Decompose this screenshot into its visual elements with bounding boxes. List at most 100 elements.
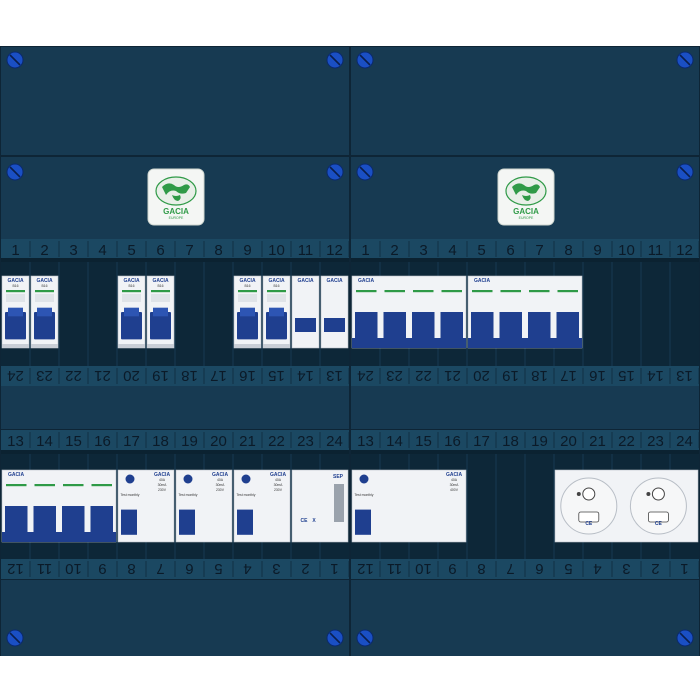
screw-slot	[679, 632, 691, 644]
spd-brand: SEP	[333, 474, 344, 480]
rcd-toggle	[383, 312, 406, 340]
module-number: 4	[448, 242, 456, 259]
breaker-toggle	[295, 318, 316, 332]
rcd-voltage: 400V	[450, 488, 459, 492]
rcd-toggle	[179, 509, 195, 535]
module-number: 12	[7, 560, 24, 577]
breaker-toggle-lever	[37, 307, 52, 317]
module-number: 2	[651, 560, 659, 577]
module-number: 22	[65, 367, 82, 384]
module-number: 21	[239, 433, 256, 450]
breaker-toggle	[266, 312, 287, 340]
module-number: 19	[181, 433, 198, 450]
rcd-toggle	[528, 312, 551, 340]
rcd-brand: GACIA	[154, 472, 171, 478]
breaker-base	[2, 344, 29, 348]
module-number: 22	[268, 433, 285, 450]
module-number: 21	[444, 367, 461, 384]
module-number: 7	[156, 560, 164, 577]
breaker-toggle	[5, 312, 26, 340]
spd-ce-mark: CE	[301, 518, 309, 524]
breaker-body	[320, 275, 349, 349]
rcd-toggle	[499, 312, 522, 340]
logo-brand-text: GACIA	[513, 207, 539, 216]
module-number: 16	[239, 367, 256, 384]
bottom-cover-plate	[351, 580, 699, 656]
module-number: 6	[506, 242, 514, 259]
module-number: 20	[473, 367, 490, 384]
breaker-brand: GACIA	[326, 278, 343, 284]
module-number: 24	[7, 367, 24, 384]
rcd-rating: 40A	[159, 478, 166, 482]
rcd-test-label: Test monthly	[120, 493, 139, 497]
rcd-test-label: Test monthly	[178, 493, 197, 497]
breaker-body	[291, 275, 320, 349]
module-number: 1	[330, 560, 338, 577]
screw-icon	[676, 163, 694, 181]
module-number: 15	[415, 433, 432, 450]
rcd-voltage: 230V	[274, 488, 283, 492]
rcd-toggle	[556, 312, 579, 340]
breaker-base	[118, 344, 145, 348]
rcd-green-tag	[557, 290, 578, 293]
rcd-toggle	[355, 509, 371, 535]
logo-continents	[522, 195, 531, 201]
module-number: 3	[419, 242, 427, 259]
socket-earth	[576, 492, 581, 496]
breaker-toggle	[121, 312, 142, 340]
module-number: 4	[243, 560, 251, 577]
module-number: 23	[386, 367, 403, 384]
breaker-rating: B16	[41, 284, 47, 288]
rcd-sensitivity: 30mA	[216, 483, 226, 487]
rcd-brand: GACIA	[270, 472, 287, 478]
module-number: 16	[589, 367, 606, 384]
socket-ce-mark: CE	[585, 521, 593, 527]
module-number: 15	[65, 433, 82, 450]
breaker-green-tag	[151, 290, 170, 293]
breaker-rating: B16	[244, 284, 250, 288]
din-socket	[560, 477, 618, 535]
module-number: 23	[36, 367, 53, 384]
module-number: 3	[622, 560, 630, 577]
breaker-rating: B16	[157, 284, 163, 288]
breaker-base	[147, 344, 174, 348]
breaker-green-tag	[122, 290, 141, 293]
breaker-spec-box	[238, 294, 257, 302]
module-number: 2	[301, 560, 309, 577]
rcd-toggle	[62, 506, 85, 534]
spd-weee-mark: X	[312, 518, 316, 524]
screw-slot	[9, 166, 21, 178]
rcd-green-tag	[63, 484, 84, 487]
breaker-brand: GACIA	[297, 278, 314, 284]
module-number: 24	[676, 433, 693, 450]
breaker-brand: GACIA	[123, 278, 140, 284]
module-number: 10	[618, 242, 635, 259]
rcd-busbar	[2, 532, 116, 542]
rcd-breaker-group: GACIA	[467, 275, 583, 349]
module-number: 20	[123, 367, 140, 384]
rcd-green-tag	[6, 484, 27, 487]
breaker-toggle-lever	[153, 307, 168, 317]
module-number: 18	[152, 433, 169, 450]
module-number: 5	[564, 560, 572, 577]
rcd-green-tag	[500, 290, 521, 293]
rcd-sensitivity: 30mA	[274, 483, 284, 487]
breaker-green-tag	[267, 290, 286, 293]
bottom-cover-plate	[1, 580, 349, 656]
logo-continents	[172, 195, 181, 201]
breaker-brand: GACIA	[152, 278, 169, 284]
rcd-brand: GACIA	[474, 278, 491, 284]
breaker-brand: GACIA	[239, 278, 256, 284]
rcd-breaker-group: GACIA	[1, 469, 117, 543]
logo-continents	[512, 183, 540, 195]
rcd-green-tag	[529, 290, 550, 293]
screw-slot	[679, 54, 691, 66]
module-number: 3	[272, 560, 280, 577]
module-number: 15	[268, 367, 285, 384]
module-number: 10	[65, 560, 82, 577]
screw-icon	[6, 629, 24, 647]
